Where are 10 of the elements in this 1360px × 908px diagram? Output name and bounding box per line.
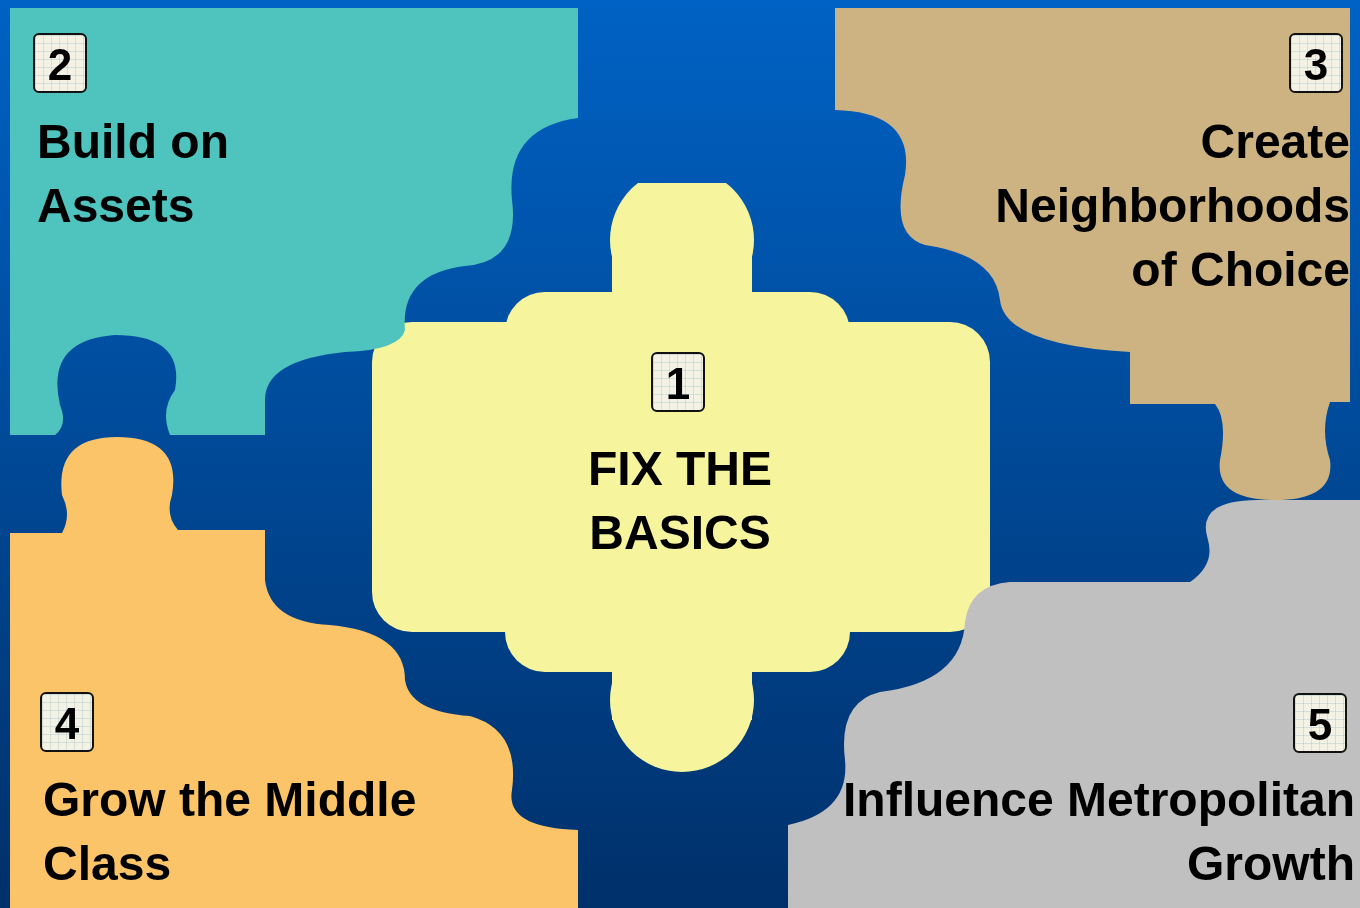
- number-badge: 1: [651, 352, 705, 412]
- number-badge: 2: [33, 33, 87, 93]
- piece-title: Influence Metropolitan Growth: [842, 772, 1355, 892]
- piece-title: Grow the Middle Class: [43, 772, 418, 892]
- number-badge: 5: [1293, 693, 1347, 753]
- number-badge: 3: [1289, 33, 1343, 93]
- piece-title: Build on Assets: [37, 114, 230, 234]
- number-badge: 4: [40, 692, 94, 752]
- piece-title: FIX THE BASICS: [587, 441, 773, 561]
- piece-title: Create Neighborhoods of Choice: [994, 114, 1350, 298]
